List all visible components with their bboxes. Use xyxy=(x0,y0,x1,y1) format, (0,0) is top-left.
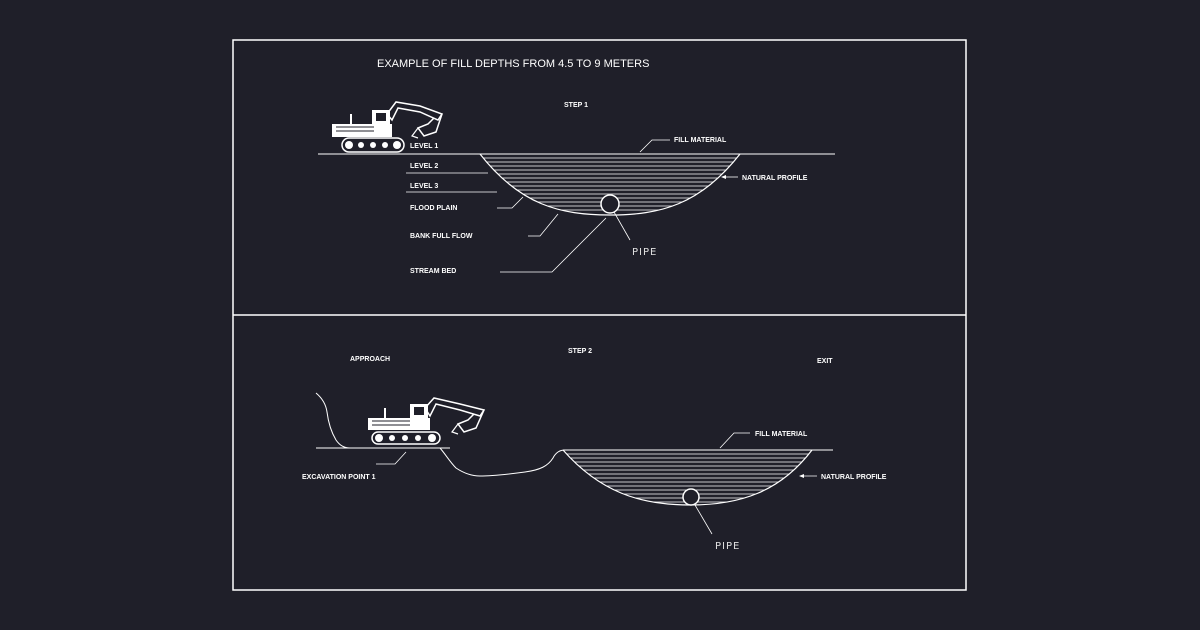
level-2-label: LEVEL 2 xyxy=(410,163,438,170)
excavator-icon-2 xyxy=(368,397,486,445)
pipe-icon xyxy=(600,194,620,214)
step-1-label: STEP 1 xyxy=(564,102,588,109)
step-1-panel: EXAMPLE OF FILL DEPTHS FROM 4.5 TO 9 MET… xyxy=(318,58,835,275)
excavator-icon xyxy=(332,101,444,153)
diagram-title: EXAMPLE OF FILL DEPTHS FROM 4.5 TO 9 MET… xyxy=(377,58,649,70)
step-2-panel: STEP 2 APPROACH EXIT PIPE xyxy=(302,348,887,552)
excavated-terrain xyxy=(439,447,566,477)
pipe-leader-2 xyxy=(694,504,713,535)
pipe-label-2: PIPE xyxy=(715,541,740,552)
flood-plain-label: FLOOD PLAIN xyxy=(410,205,457,212)
level-1-label: LEVEL 1 xyxy=(410,143,438,150)
natural-profile-curve xyxy=(479,153,741,216)
fill-material-label-2: FILL MATERIAL xyxy=(755,431,808,438)
stream-bed-label: STREAM BED xyxy=(410,268,456,275)
fill-material-label: FILL MATERIAL xyxy=(674,137,727,144)
approach-label: APPROACH xyxy=(350,356,390,363)
natural-profile-label: NATURAL PROFILE xyxy=(742,175,808,182)
level-3-label: LEVEL 3 xyxy=(410,183,438,190)
approach-terrain xyxy=(315,392,440,449)
pipe-leader xyxy=(613,211,631,241)
pipe-label: PIPE xyxy=(632,247,657,258)
fill-material-leader xyxy=(639,139,670,153)
bank-full-flow-label: BANK FULL FLOW xyxy=(410,233,473,240)
exit-label: EXIT xyxy=(817,358,833,365)
excavation-point-label: EXCAVATION POINT 1 xyxy=(302,474,376,481)
natural-profile-label-2: NATURAL PROFILE xyxy=(821,474,887,481)
pipe-icon-2 xyxy=(682,488,700,506)
fill-material-leader-2 xyxy=(719,432,750,449)
step-2-label: STEP 2 xyxy=(568,348,592,355)
